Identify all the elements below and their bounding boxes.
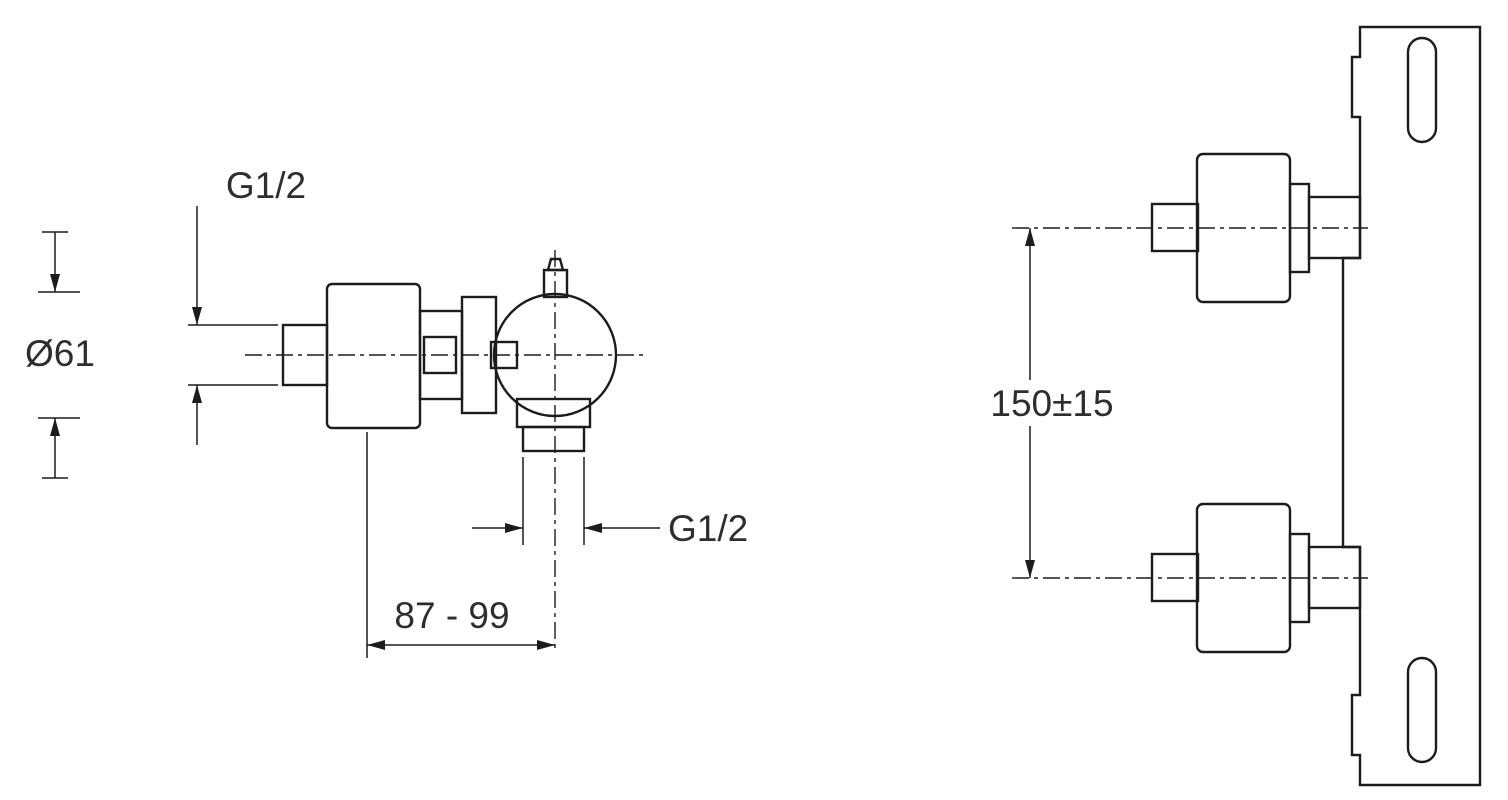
- valve-body-circle: [492, 292, 618, 418]
- inlet-thread-label: G1/2: [226, 165, 306, 206]
- front-view: 150±15: [990, 25, 1482, 787]
- cartridge-connector-outline: [422, 335, 458, 375]
- arrowhead-down-icon: [1025, 560, 1035, 578]
- side-view: G1/2 Ø61 G1/2: [25, 165, 748, 658]
- dimension-body-diameter: Ø61: [25, 231, 95, 479]
- wall-flange-outline: [325, 282, 422, 430]
- outlet-thread-label: G1/2: [668, 508, 748, 549]
- arrowhead-down-icon: [50, 274, 60, 292]
- bottom-locknut: [1307, 545, 1362, 610]
- arrowhead-up-icon: [50, 418, 60, 436]
- outlet-upper-outline: [515, 397, 592, 429]
- arrowhead-right-icon: [505, 523, 523, 533]
- arrowhead-up-icon: [1025, 228, 1035, 246]
- top-stem-cap: [546, 257, 565, 272]
- bottom-port-assembly: [1150, 502, 1362, 654]
- bottom-mounting-slot: [1406, 656, 1438, 764]
- port-center-distance-label: 150±15: [990, 383, 1113, 424]
- body-plate-outline: [460, 295, 498, 415]
- wall-distance-label: 87 - 99: [394, 595, 509, 636]
- dimension-inlet-thread: G1/2: [188, 165, 306, 445]
- arrowhead-left-icon: [584, 523, 602, 533]
- body-diameter-label: Ø61: [25, 333, 95, 374]
- top-port-assembly: [1150, 152, 1362, 304]
- outlet-lower-outline: [521, 425, 586, 453]
- arrowhead-left-icon: [367, 640, 385, 650]
- spindle-detail: [489, 340, 519, 370]
- dimension-outlet-thread: G1/2: [472, 457, 748, 549]
- arrowhead-down-icon: [192, 307, 202, 325]
- top-mounting-slot: [1406, 36, 1438, 144]
- arrowhead-up-icon: [192, 385, 202, 403]
- mounting-bar-outline: [1341, 25, 1482, 787]
- arrowhead-right-icon: [537, 640, 555, 650]
- dimension-port-center-distance: 150±15: [990, 228, 1114, 578]
- top-locknut: [1307, 195, 1362, 260]
- dimension-wall-distance: 87 - 99: [366, 432, 555, 658]
